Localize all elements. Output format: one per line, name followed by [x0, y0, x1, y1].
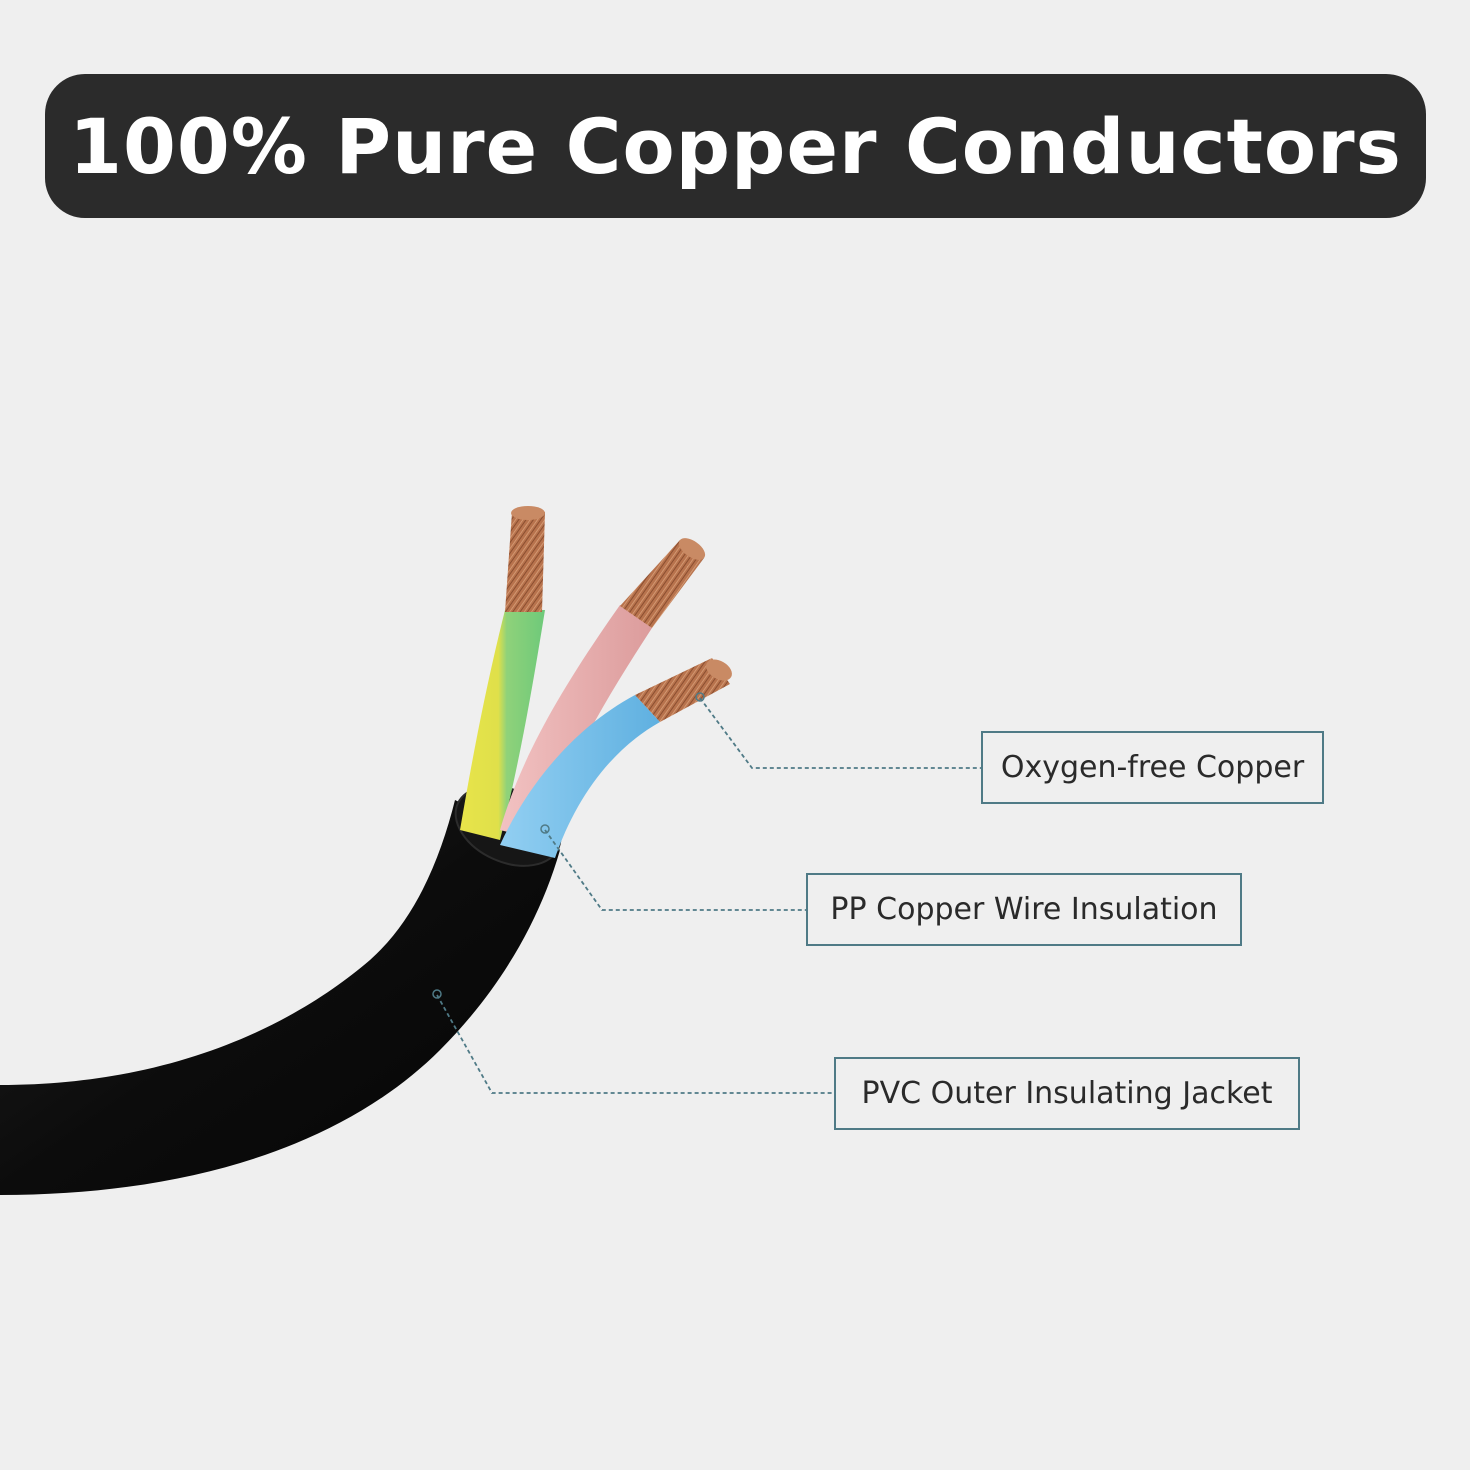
- callout-pp-insulation: PP Copper Wire Insulation: [806, 873, 1242, 946]
- leader-dot-pp: [540, 824, 550, 834]
- neutral-copper-tip: [635, 658, 730, 722]
- callout-pp-insulation-label: PP Copper Wire Insulation: [830, 892, 1218, 927]
- callout-oxygen-free-copper: Oxygen-free Copper: [981, 731, 1324, 804]
- leader-line-pvc: [436, 994, 834, 1094]
- leader-line-copper: [699, 697, 981, 769]
- callout-oxygen-free-copper-label: Oxygen-free Copper: [1000, 750, 1305, 785]
- leader-dot-pvc: [432, 989, 442, 999]
- earth-wire: [460, 610, 545, 840]
- cable-jacket: [0, 800, 560, 1195]
- callout-pvc-jacket-label: PVC Outer Insulating Jacket: [861, 1076, 1273, 1111]
- earth-copper-end: [511, 506, 545, 520]
- leader-line-pp: [544, 829, 806, 911]
- live-copper-tip: [620, 540, 704, 628]
- page-title: 100% Pure Copper Conductors: [69, 101, 1402, 191]
- earth-copper-tip: [505, 512, 545, 612]
- callout-pvc-jacket: PVC Outer Insulating Jacket: [834, 1057, 1300, 1130]
- neutral-copper-end: [706, 659, 732, 681]
- leader-dot-copper: [695, 692, 705, 702]
- title-banner: 100% Pure Copper Conductors: [45, 74, 1426, 218]
- live-copper-end: [678, 538, 706, 560]
- neutral-wire: [500, 695, 660, 858]
